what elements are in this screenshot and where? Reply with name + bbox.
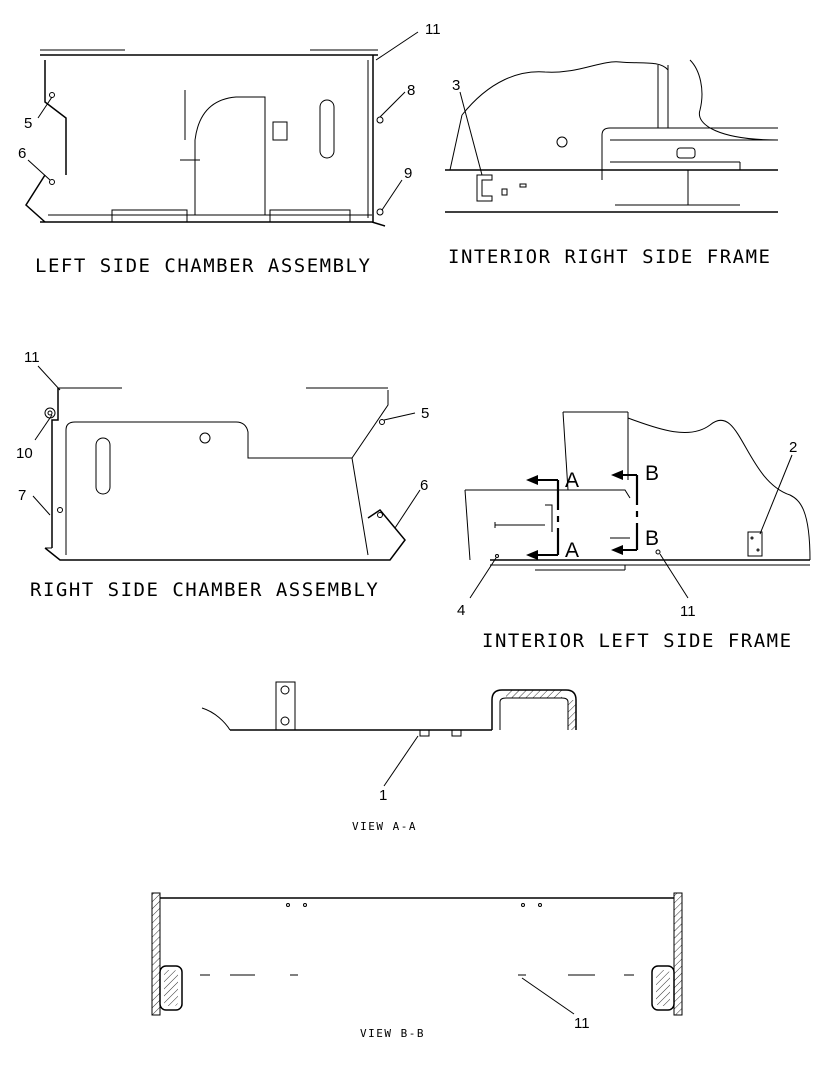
callout-5: 5	[24, 115, 32, 132]
caption-view-b-b: VIEW B-B	[360, 1027, 425, 1040]
caption-left-side-chamber-assembly: LEFT SIDE CHAMBER ASSEMBLY	[35, 255, 371, 277]
view-b-b-drawing	[151, 892, 683, 1016]
view-a-a-drawing	[201, 681, 577, 787]
view-a-a: 1 VIEW A-A	[201, 681, 577, 833]
section-label-a: A	[565, 539, 579, 562]
callout-11: 11	[680, 603, 696, 620]
callout-1: 1	[379, 787, 387, 804]
view-b-b: 11 VIEW B-B	[151, 892, 683, 1040]
section-label-b: B	[645, 462, 659, 485]
callout-9: 9	[404, 165, 412, 182]
callout-5: 5	[421, 405, 429, 422]
callout-6: 6	[18, 145, 26, 162]
caption-interior-left-side-frame: INTERIOR LEFT SIDE FRAME	[482, 630, 793, 652]
section-label-b: B	[645, 527, 659, 550]
caption-right-side-chamber-assembly: RIGHT SIDE CHAMBER ASSEMBLY	[30, 579, 379, 601]
left-frame-drawing	[464, 411, 811, 599]
left-chamber-drawing	[25, 31, 419, 227]
interior-left-side-frame: A A B B 2 4 11 INTERIOR LEFT SIDE FRAME	[457, 411, 811, 652]
callout-11: 11	[24, 349, 40, 366]
right-chamber-drawing	[32, 365, 421, 561]
callout-4: 4	[457, 602, 465, 619]
section-label-a: A	[565, 469, 579, 492]
callout-6: 6	[420, 477, 428, 494]
right-frame-drawing	[445, 59, 779, 213]
caption-interior-right-side-frame: INTERIOR RIGHT SIDE FRAME	[448, 246, 771, 268]
callout-2: 2	[789, 439, 797, 456]
callout-7: 7	[18, 487, 26, 504]
callout-3: 3	[452, 77, 460, 94]
callout-8: 8	[407, 82, 415, 99]
left-side-chamber-assembly: 11 8 5 6 9 LEFT SIDE CHAMBER ASSEMBLY	[18, 21, 441, 277]
caption-view-a-a: VIEW A-A	[352, 820, 417, 833]
right-side-chamber-assembly: 11 10 5 7 6 RIGHT SIDE CHAMBER ASSEMBLY	[16, 349, 429, 601]
callout-11: 11	[574, 1015, 590, 1032]
interior-right-side-frame: 3 INTERIOR RIGHT SIDE FRAME	[445, 59, 779, 268]
callout-10: 10	[16, 445, 33, 462]
callout-11: 11	[425, 21, 441, 38]
